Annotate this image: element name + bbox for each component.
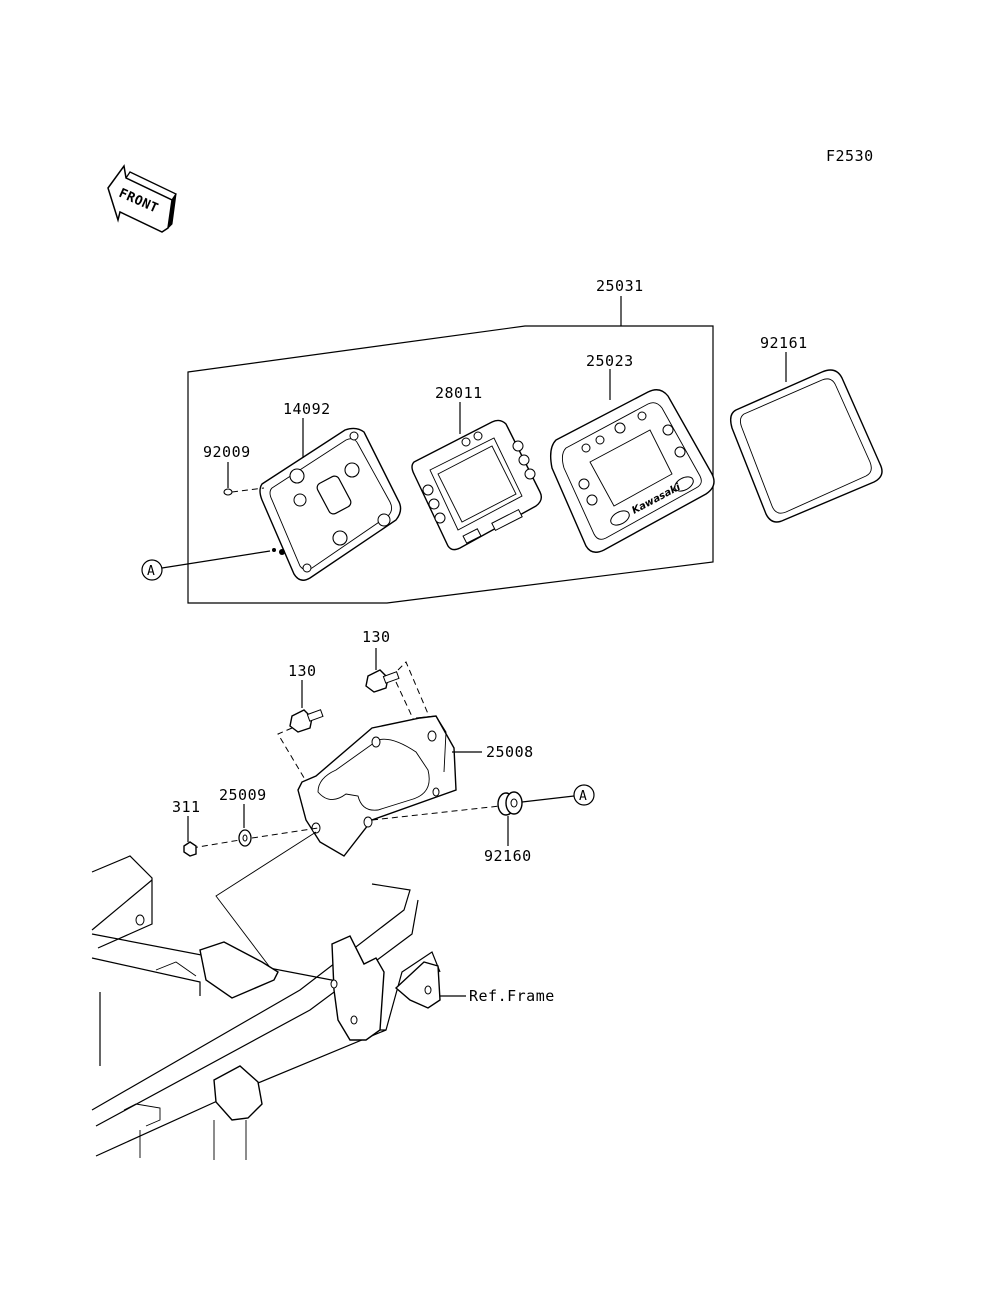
callout-28011: 28011 xyxy=(435,384,483,402)
callout-92160: 92160 xyxy=(484,847,532,865)
reference-marker-a-left: A xyxy=(141,550,271,581)
grommet-92160 xyxy=(497,791,575,816)
screw-92009 xyxy=(223,487,265,496)
washer-25009 xyxy=(238,829,252,847)
nut-311 xyxy=(183,841,197,857)
callout-130-right: 130 xyxy=(362,628,391,646)
callout-311: 311 xyxy=(172,798,201,816)
callout-25008: 25008 xyxy=(486,743,534,761)
callout-14092: 14092 xyxy=(283,400,331,418)
callout-25023: 25023 xyxy=(586,352,634,370)
assembly-outline xyxy=(187,296,714,604)
reference-marker-a-right: A xyxy=(573,784,595,806)
callout-25031: 25031 xyxy=(596,277,644,295)
callout-130-left: 130 xyxy=(288,662,317,680)
figure-code: F2530 xyxy=(826,147,874,165)
marker-a-left-label: A xyxy=(147,564,155,579)
marker-a-right-label: A xyxy=(579,789,587,804)
callout-92161: 92161 xyxy=(760,334,808,352)
callout-25009: 25009 xyxy=(219,786,267,804)
meter-bracket-25008 xyxy=(297,715,457,857)
gasket-92161 xyxy=(729,369,883,523)
fastener-axis-lines xyxy=(191,805,501,971)
vehicle-frame xyxy=(91,855,441,1160)
bolt-130-right xyxy=(365,661,441,743)
front-direction-arrow-icon: FRONT xyxy=(107,164,177,233)
callout-ref-frame: Ref.Frame xyxy=(469,987,555,1005)
meter-unit-28011 xyxy=(411,419,543,551)
bolt-130-left xyxy=(277,709,324,799)
callout-92009: 92009 xyxy=(203,443,251,461)
meter-case-14092 xyxy=(259,427,402,581)
meter-face-25023: Kawasaki xyxy=(549,389,715,553)
